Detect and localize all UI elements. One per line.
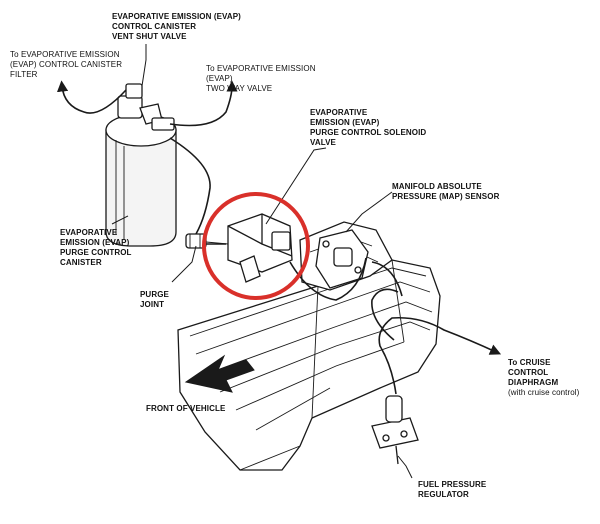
purge-control-canister	[105, 113, 177, 247]
vacuum-hoses	[56, 80, 502, 395]
label-cruise-control: To CRUISE CONTROL DIAPHRAGM (with cruise…	[508, 358, 580, 397]
label-fuel-pressure-regulator: FUEL PRESSURE REGULATOR	[418, 480, 487, 499]
label-canister-filter: To EVAPORATIVE EMISSION (EVAP) CONTROL C…	[10, 50, 123, 79]
highlight-circle	[202, 192, 310, 300]
intake-manifold	[177, 259, 441, 471]
map-sensor	[315, 229, 369, 289]
vent-shut-valve	[117, 83, 175, 131]
label-purge-solenoid-valve: EVAPORATIVE EMISSION (EVAP) PURGE CONTRO…	[310, 108, 427, 147]
purge-solenoid-valve	[205, 213, 293, 283]
label-vent-shut-valve: EVAPORATIVE EMISSION (EVAP) CONTROL CANI…	[112, 12, 241, 41]
front-of-vehicle-arrow	[184, 354, 255, 393]
label-purge-joint: PURGE JOINT	[140, 290, 169, 309]
label-two-way-valve: To EVAPORATIVE EMISSION (EVAP) TWO WAY V…	[206, 64, 316, 93]
label-front-of-vehicle: FRONT OF VEHICLE	[146, 404, 226, 413]
label-purge-control-canister: EVAPORATIVE EMISSION (EVAP) PURGE CONTRO…	[60, 228, 132, 267]
label-map-sensor: MANIFOLD ABSOLUTE PRESSURE (MAP) SENSOR	[392, 182, 500, 201]
fuel-pressure-regulator	[371, 395, 419, 465]
